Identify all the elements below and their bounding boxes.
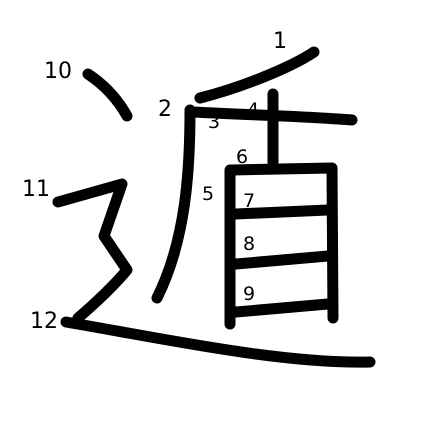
- stroke-12: [60, 316, 376, 368]
- stroke-number-labels: 1 2 3 4 5 6 7 8 9 10 11 12: [22, 29, 287, 334]
- stroke-11: [52, 178, 133, 324]
- stroke-number-5: 5: [202, 183, 214, 205]
- stroke-number-3: 3: [208, 111, 220, 133]
- character-strokes: [52, 46, 376, 368]
- stroke-number-7: 7: [243, 190, 255, 212]
- stroke-number-2: 2: [158, 97, 172, 122]
- stroke-10: [82, 68, 133, 122]
- stroke-number-12: 12: [30, 309, 58, 334]
- stroke-number-10: 10: [44, 59, 72, 84]
- stroke-9: [230, 298, 334, 318]
- stroke-number-4: 4: [247, 99, 259, 121]
- stroke-number-6: 6: [236, 146, 248, 168]
- stroke-number-1: 1: [273, 29, 287, 54]
- stroke-number-8: 8: [243, 233, 255, 255]
- stroke-7: [230, 204, 334, 220]
- stroke-number-11: 11: [22, 177, 50, 202]
- stroke-number-9: 9: [243, 283, 255, 305]
- stroke-6: [226, 162, 339, 324]
- stroke-2: [151, 104, 196, 304]
- stroke-8: [230, 250, 334, 270]
- stroke-1: [194, 46, 320, 104]
